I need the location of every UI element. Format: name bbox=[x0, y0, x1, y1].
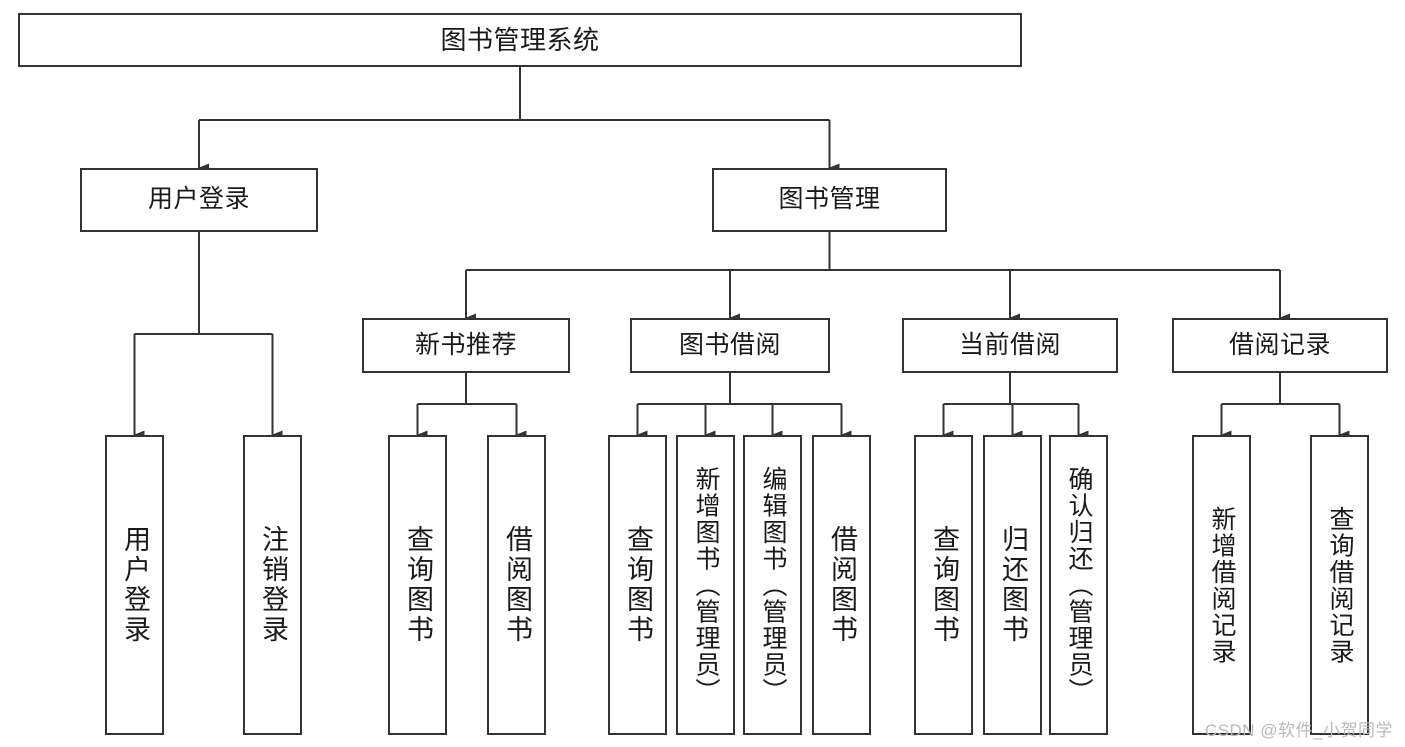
node-borrow: 图书借阅 bbox=[630, 318, 830, 373]
node-leaf-3: 查询图书 bbox=[388, 435, 447, 735]
node-label: 注销登录 bbox=[258, 525, 288, 645]
node-leaf-4: 借阅图书 bbox=[487, 435, 546, 735]
node-leaf-2: 注销登录 bbox=[243, 435, 302, 735]
node-leaf-8: 借阅图书 bbox=[812, 435, 871, 735]
node-leaf-12: 新增借阅记录 bbox=[1192, 435, 1251, 735]
watermark-text: CSDN @软件_小贺同学 bbox=[1204, 721, 1393, 740]
node-leaf-9: 查询图书 bbox=[914, 435, 973, 735]
node-root: 图书管理系统 bbox=[18, 13, 1022, 67]
edge-group bbox=[133, 67, 1350, 440]
node-label: 查询借阅记录 bbox=[1326, 505, 1354, 665]
node-current: 当前借阅 bbox=[902, 318, 1118, 373]
node-label: 借阅图书 bbox=[827, 525, 857, 645]
node-label: 图书借阅 bbox=[678, 330, 781, 359]
node-bookmgmt: 图书管理 bbox=[712, 168, 947, 232]
node-label: 图书管理 bbox=[778, 185, 881, 214]
node-label: 查询图书 bbox=[929, 525, 959, 645]
node-leaf-6: 新增图书（管理员） bbox=[676, 435, 735, 735]
node-label: 新增借阅记录 bbox=[1208, 505, 1236, 665]
node-leaf-7: 编辑图书（管理员） bbox=[743, 435, 802, 735]
node-label: 借阅记录 bbox=[1228, 330, 1331, 359]
node-leaf-10: 归还图书 bbox=[983, 435, 1042, 735]
node-label: 新书推荐 bbox=[414, 330, 517, 359]
node-leaf-1: 用户登录 bbox=[105, 435, 164, 735]
node-label: 当前借阅 bbox=[958, 330, 1061, 359]
node-label: 用户登录 bbox=[120, 525, 150, 645]
node-label: 新增图书（管理员） bbox=[692, 465, 720, 705]
node-leaf-11: 确认归还（管理员） bbox=[1049, 435, 1108, 735]
node-label: 借阅图书 bbox=[502, 525, 532, 645]
node-label: 确认归还（管理员） bbox=[1065, 465, 1093, 705]
node-label: 查询图书 bbox=[403, 525, 433, 645]
node-newbook: 新书推荐 bbox=[362, 318, 570, 373]
node-label: 归还图书 bbox=[998, 525, 1028, 645]
node-label: 用户登录 bbox=[147, 185, 250, 214]
node-login: 用户登录 bbox=[80, 168, 318, 232]
node-leaf-13: 查询借阅记录 bbox=[1310, 435, 1369, 735]
node-label: 查询图书 bbox=[623, 525, 653, 645]
node-label: 图书管理系统 bbox=[440, 24, 600, 55]
node-leaf-5: 查询图书 bbox=[608, 435, 667, 735]
node-records: 借阅记录 bbox=[1172, 318, 1388, 373]
node-label: 编辑图书（管理员） bbox=[759, 465, 787, 705]
